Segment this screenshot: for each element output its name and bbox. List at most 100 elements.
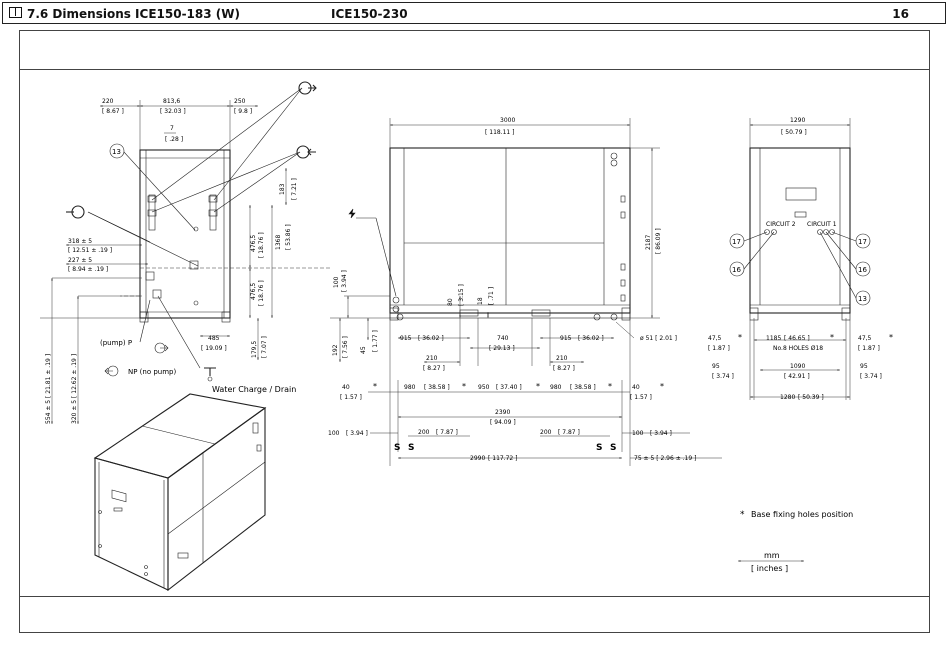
- label-pump: (pump) P: [100, 339, 132, 347]
- dim-40-right-inches: [ 1.57 ]: [630, 394, 652, 401]
- dim-980-right: 980: [550, 384, 562, 391]
- star-mark-5: *: [660, 382, 664, 391]
- water-outlet-icon: [298, 81, 317, 95]
- page-number: 16: [892, 7, 909, 21]
- dim-485: 485: [208, 335, 220, 342]
- dim-200-right: 200: [540, 429, 552, 436]
- isometric-view: [93, 393, 267, 592]
- callout-16-right-label: 16: [858, 266, 867, 274]
- dim-47-right: 47,5: [858, 335, 872, 342]
- callout-17-right: [855, 233, 871, 249]
- dim-210-left-inches: [ 8.27 ]: [423, 365, 445, 372]
- pump-arrow-icon: [154, 342, 169, 354]
- dim-80: 80: [447, 298, 454, 306]
- dim-740-inches: [ 29.13 ]: [489, 345, 515, 352]
- dim-1368: 1368: [275, 235, 282, 250]
- star-mark-end-2: *: [830, 333, 834, 342]
- dim-192-inches: [ 7.56 ]: [342, 336, 349, 358]
- dim-813: 813,6: [163, 98, 180, 105]
- dim-1290: 1290: [790, 117, 805, 124]
- dim-1368-inches: [ 53.86 ]: [285, 224, 292, 250]
- dim-227-inches: [ 8.94 ± .19 ]: [68, 266, 108, 273]
- dim-179-inches: [ 7.07 ]: [261, 336, 268, 358]
- dim-1280-inches: [ 50.39 ]: [798, 394, 824, 401]
- dim-220: 220: [102, 98, 114, 105]
- section-title: 7.6 Dimensions ICE150-183 (W): [27, 7, 240, 21]
- holes-note: No.8 HOLES Ø18: [773, 345, 823, 352]
- dim-95-left-inches: [ 3.74 ]: [712, 373, 734, 380]
- end-view-body: [749, 147, 851, 314]
- callout-13-side-label: 13: [112, 148, 121, 156]
- dim-250: 250: [234, 98, 246, 105]
- dim-2187-inches: [ 86.09 ]: [655, 228, 662, 254]
- callout-16-right: [855, 261, 871, 277]
- dim-210-right-inches: [ 8.27 ]: [553, 365, 575, 372]
- dim-980-right-inches: [ 38.58 ]: [570, 384, 596, 391]
- dim-200-left-inches: [ 7.87 ]: [436, 429, 458, 436]
- dim-476-lower: 476,5: [250, 283, 257, 300]
- dim-47-left-inches: [ 1.87 ]: [708, 345, 730, 352]
- front-view: 3000 [ 118.11 ] 2187 [ 86.09 ] 100 [ 3.9…: [328, 117, 722, 466]
- dim-476-lower-inches: [ 18.76 ]: [258, 280, 265, 306]
- dim-1290-inches: [ 50.79 ]: [781, 129, 807, 136]
- callout-13-side: [109, 143, 125, 159]
- dim-1090-inches: [ 42.91 ]: [784, 373, 810, 380]
- dim-2187: 2187: [645, 235, 652, 250]
- electric-power-icon: [348, 208, 356, 219]
- mark-s-2: S: [408, 443, 414, 453]
- note-star: *: [740, 510, 745, 520]
- header-bar: 7.6 Dimensions ICE150-183 (W) ICE150-230…: [2, 2, 946, 24]
- dim-2390: 2390: [495, 409, 510, 416]
- label-nopump: NP (no pump): [128, 368, 177, 376]
- dim-740: 740: [497, 335, 509, 342]
- label-water-charge-drain: Water Charge / Drain: [212, 385, 296, 394]
- dim-2990: 2990: [470, 455, 485, 462]
- callout-17-left: [729, 233, 745, 249]
- star-mark-2: *: [462, 382, 466, 391]
- book-icon: [9, 7, 22, 18]
- dim-7: 7: [170, 125, 174, 132]
- dim-47-left: 47,5: [708, 335, 722, 342]
- dim-100: 100: [333, 276, 340, 288]
- dim-980-left: 980: [404, 384, 416, 391]
- dim-2990-inches: [ 117.72 ]: [488, 455, 518, 462]
- iso-label: [113, 507, 123, 512]
- model-title: ICE150-230: [331, 7, 408, 21]
- dim-813-inches: [ 32.03 ]: [160, 108, 186, 115]
- label-circuit-2: CIRCUIT 2: [766, 221, 796, 228]
- star-mark-end-3: *: [889, 333, 893, 342]
- side-view-body: [139, 149, 231, 319]
- dim-915-left: 915: [400, 335, 412, 342]
- dim-318: 318 ± 5: [68, 238, 92, 245]
- dim-47-right-inches: [ 1.87 ]: [858, 345, 880, 352]
- dim-220-inches: [ 8.67 ]: [102, 108, 124, 115]
- callout-13-end-label: 13: [858, 295, 867, 303]
- dim-100-right-inches: [ 3.94 ]: [650, 430, 672, 437]
- dim-45: 45: [360, 346, 367, 354]
- drawing-frame: [19, 30, 930, 633]
- drain-valve-icon: [204, 367, 216, 382]
- dim-40-right: 40: [632, 384, 640, 391]
- label-circuit-1: CIRCUIT 1: [807, 221, 837, 228]
- dim-45-inches: [ 1.77 ]: [372, 330, 379, 352]
- dim-3000: 3000: [500, 117, 515, 124]
- note-base-fixing: Base fixing holes position: [751, 510, 853, 519]
- water-inlet-icon: [296, 145, 316, 159]
- dim-915-left-inches: [ 36.02 ]: [418, 335, 444, 342]
- dim-320: 320 ± 5 [ 12.62 ± .19 ]: [71, 354, 78, 424]
- dim-100-inches: [ 3.94 ]: [341, 270, 348, 292]
- dim-100-left-inches: [ 3.94 ]: [346, 430, 368, 437]
- dim-210-right: 210: [556, 355, 568, 362]
- dim-227: 227 ± 5: [68, 257, 92, 264]
- dim-485-inches: [ 19.09 ]: [201, 345, 227, 352]
- dim-100-left: 100: [328, 430, 340, 437]
- callout-16-left-label: 16: [732, 266, 741, 274]
- star-mark-3: *: [536, 382, 540, 391]
- dim-1090: 1090: [790, 363, 805, 370]
- dim-40-left: 40: [342, 384, 350, 391]
- dim-554: 554 ± 5 [ 21.81 ± .19 ]: [45, 354, 52, 424]
- mark-s-1: S: [394, 443, 400, 453]
- mark-s-4: S: [610, 443, 616, 453]
- dim-3000-inches: [ 118.11 ]: [485, 129, 515, 136]
- dim-183-inches: [ 7.21 ]: [291, 178, 298, 200]
